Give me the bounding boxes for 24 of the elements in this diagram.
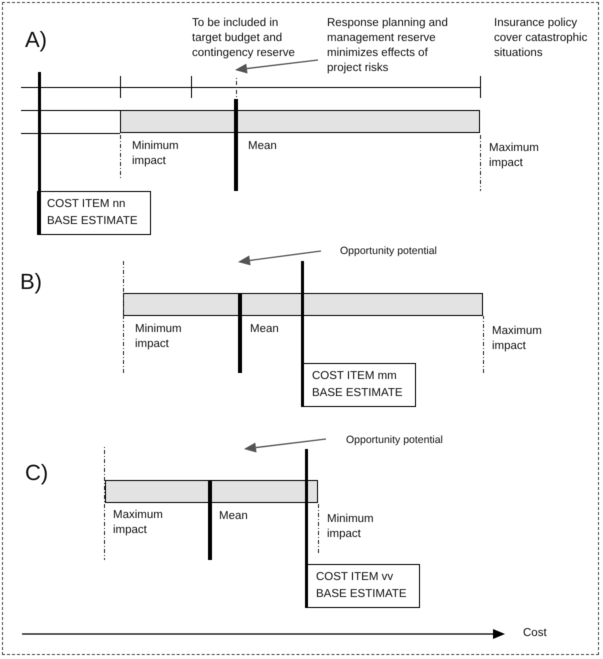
- mean-label: Mean: [219, 509, 248, 524]
- range-end-label: Minimum impact: [132, 139, 180, 169]
- estimate-box: COST ITEM nn BASE ESTIMATE: [37, 191, 151, 235]
- impact-range-bar: [120, 110, 480, 133]
- mean-label: Mean: [250, 322, 279, 337]
- note-text: Opportunity potential: [340, 244, 437, 259]
- panel-letter: B): [20, 270, 42, 294]
- estimate-box: COST ITEM mm BASE ESTIMATE: [302, 363, 416, 407]
- range-end-label: Maximum impact: [492, 324, 543, 354]
- note-text: Insurance policy cover catastrophic situations: [494, 16, 588, 61]
- range-end-label: Minimum impact: [135, 322, 183, 352]
- note-text: Response planning and management reserve minimizes effects of project risks: [327, 16, 449, 76]
- range-end-label: Minimum impact: [327, 512, 375, 542]
- panel-letter: C): [25, 461, 48, 485]
- range-end-label: Maximum impact: [489, 141, 540, 171]
- range-end-label: Maximum impact: [113, 508, 164, 538]
- impact-range-bar: [123, 293, 483, 316]
- impact-range-bar: [105, 480, 318, 503]
- mean-label: Mean: [248, 139, 277, 154]
- note-text: To be included in target budget and contingency reserve: [192, 16, 296, 61]
- note-text: Opportunity potential: [346, 433, 443, 448]
- axis-label: Cost: [523, 626, 547, 641]
- estimate-box: COST ITEM vv BASE ESTIMATE: [306, 564, 420, 608]
- panel-letter: A): [25, 28, 47, 52]
